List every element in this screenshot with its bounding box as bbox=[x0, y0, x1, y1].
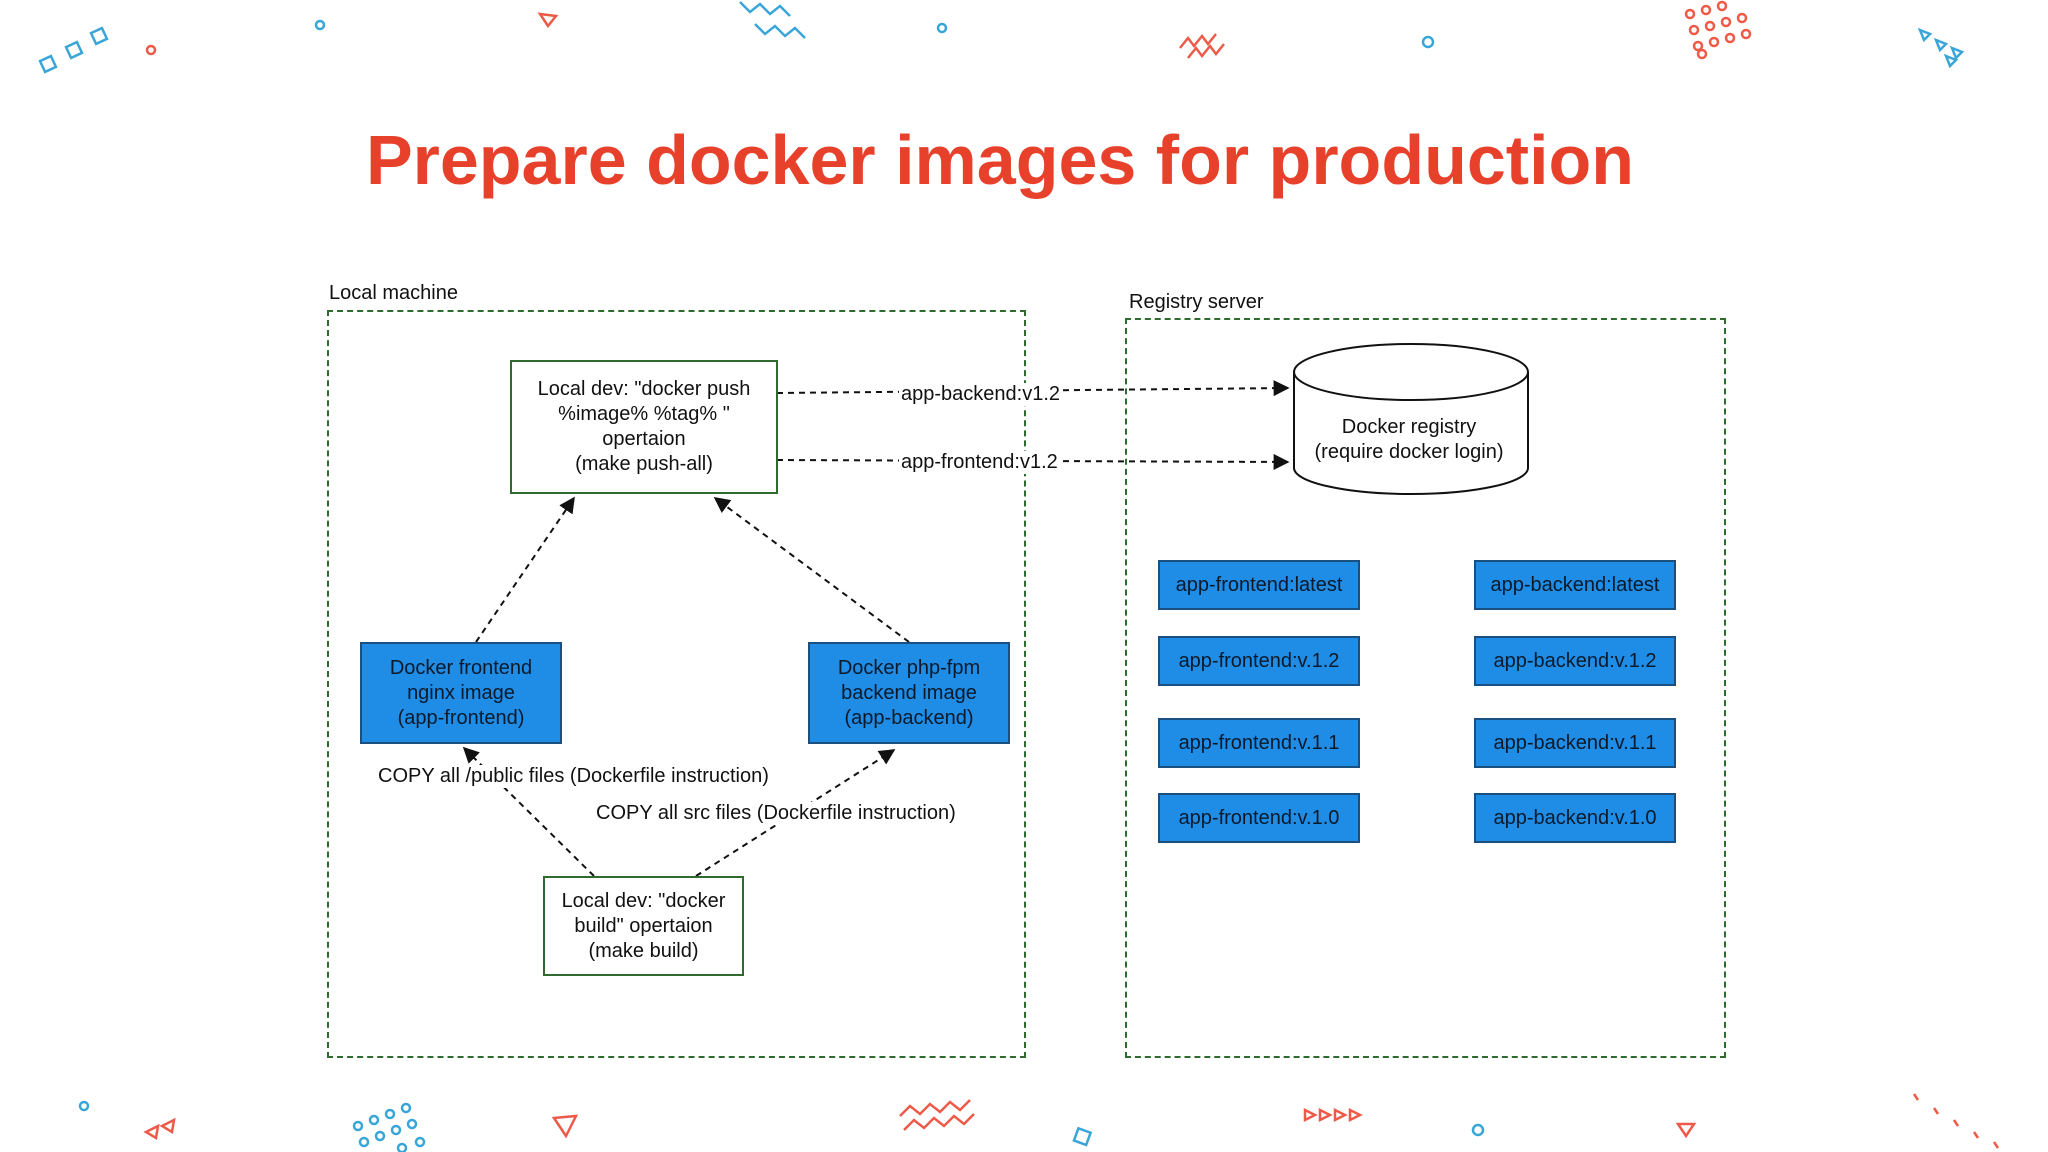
group-label-local-machine: Local machine bbox=[329, 282, 458, 304]
decor-square bbox=[38, 54, 58, 74]
registry-tag-backend[interactable]: app-backend:v.1.0 bbox=[1474, 793, 1676, 843]
registry-tag-frontend[interactable]: app-frontend:v.1.1 bbox=[1158, 718, 1360, 768]
decor-triangles bbox=[1303, 1107, 1363, 1123]
group-registry-server bbox=[1125, 318, 1726, 1058]
node-frontend-image-label: Docker frontend nginx image (app-fronten… bbox=[389, 656, 533, 729]
edge-build-to-frontend bbox=[462, 746, 595, 877]
edge-label-copy-public: COPY all /public files (Dockerfile instr… bbox=[376, 765, 771, 788]
node-frontend-image[interactable]: Docker frontend nginx image (app-fronten… bbox=[360, 642, 562, 744]
decor-square bbox=[89, 26, 109, 46]
edge-label-push-backend: app-backend:v1.2 bbox=[899, 383, 1063, 406]
decor-dot bbox=[936, 22, 948, 34]
node-docker-build-operation[interactable]: Local dev: "docker build" opertaion (mak… bbox=[543, 876, 744, 976]
decor-square bbox=[64, 40, 84, 60]
edge-frontend-to-push bbox=[475, 496, 575, 643]
decor-dot bbox=[314, 19, 326, 31]
decor-dot bbox=[1421, 35, 1435, 49]
decor-zigzag bbox=[1179, 33, 1225, 59]
registry-tag-backend[interactable]: app-backend:v.1.1 bbox=[1474, 718, 1676, 768]
node-docker-build-operation-label: Local dev: "docker build" opertaion (mak… bbox=[561, 889, 726, 962]
decor-triangle bbox=[551, 1114, 579, 1139]
registry-tag-backend[interactable]: app-backend:latest bbox=[1474, 560, 1676, 610]
group-local-machine bbox=[327, 310, 1026, 1058]
node-docker-registry-label[interactable]: Docker registry (require docker login) bbox=[1292, 415, 1526, 465]
edge-label-copy-src: COPY all src files (Dockerfile instructi… bbox=[594, 802, 958, 825]
node-docker-push-operation-label: Local dev: "docker push %image% %tag% " … bbox=[537, 378, 751, 475]
registry-database bbox=[1293, 343, 1529, 495]
node-backend-image-label: Docker php-fpm backend image (app-backen… bbox=[837, 656, 981, 729]
group-label-registry-server: Registry server bbox=[1129, 291, 1264, 313]
edge-backend-to-push bbox=[713, 497, 910, 643]
decor-dot bbox=[145, 44, 157, 56]
registry-tag-frontend[interactable]: app-frontend:latest bbox=[1158, 560, 1360, 610]
node-docker-push-operation[interactable]: Local dev: "docker push %image% %tag% " … bbox=[510, 360, 778, 494]
registry-tag-backend[interactable]: app-backend:v.1.2 bbox=[1474, 636, 1676, 686]
decor-zigzag bbox=[739, 1, 806, 39]
registry-tag-frontend[interactable]: app-frontend:v.1.0 bbox=[1158, 793, 1360, 843]
decor-triangles bbox=[1917, 27, 1965, 69]
edge-label-push-frontend: app-frontend:v1.2 bbox=[899, 451, 1060, 474]
registry-tag-frontend[interactable]: app-frontend:v.1.2 bbox=[1158, 636, 1360, 686]
decor-triangle bbox=[143, 1117, 176, 1141]
page-title: Prepare docker images for production bbox=[365, 121, 1635, 199]
decor-zigzag bbox=[899, 1099, 975, 1131]
node-backend-image[interactable]: Docker php-fpm backend image (app-backen… bbox=[808, 642, 1010, 744]
decor-triangle bbox=[537, 12, 559, 29]
docker-registry-text: Docker registry (require docker login) bbox=[1314, 416, 1504, 463]
